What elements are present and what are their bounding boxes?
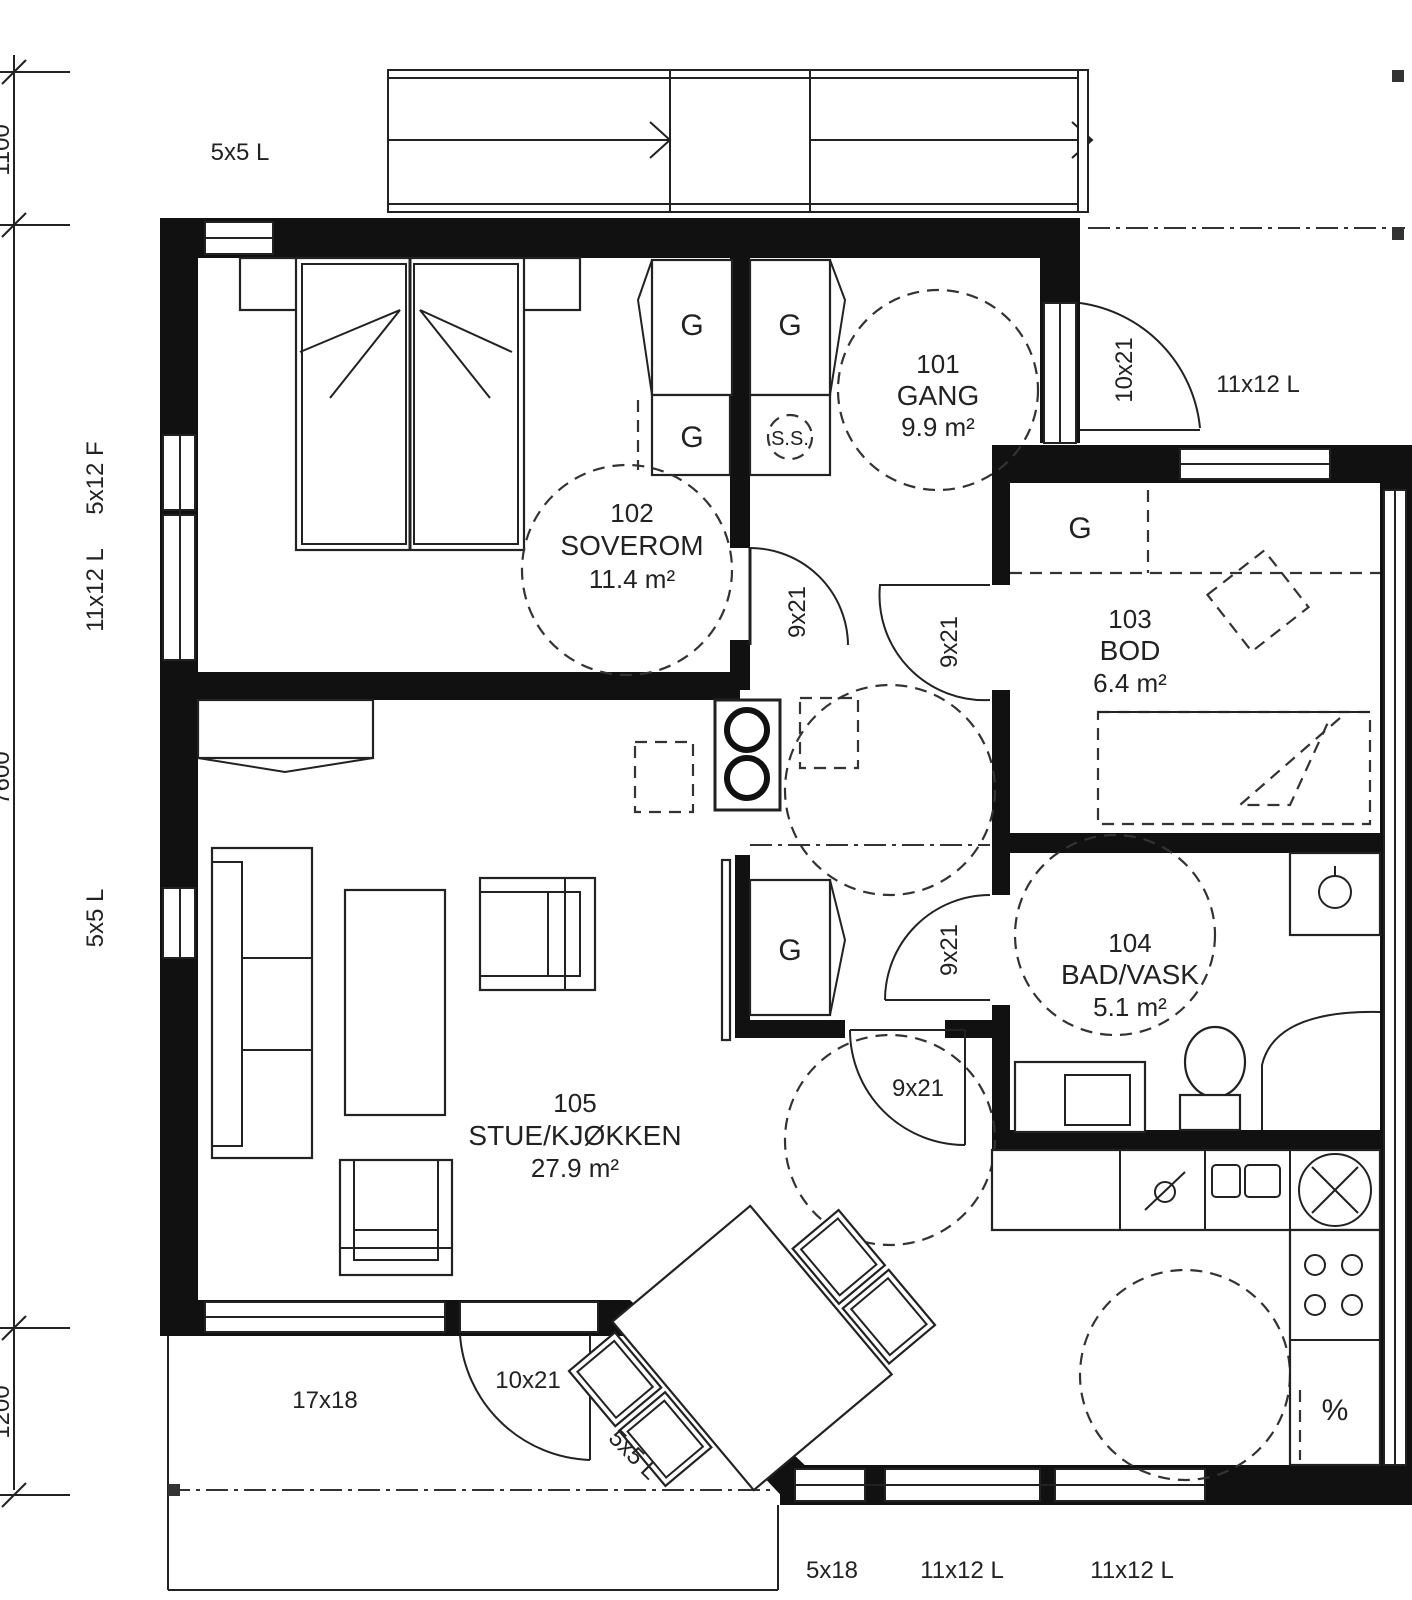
svg-text:103: 103 — [1108, 604, 1151, 634]
window-label-entrance-side: 11x12 L — [1216, 371, 1300, 398]
bod-interior: G — [1010, 490, 1380, 826]
fireplace — [633, 696, 860, 814]
kitchen-counter: % — [990, 1148, 1382, 1467]
room-label-stue: 105 STUE/KJØKKEN 27.9 m² — [468, 1088, 681, 1183]
armchair-1 — [478, 876, 597, 992]
door-swings — [459, 302, 1201, 1461]
double-bed — [238, 256, 582, 552]
svg-text:%: % — [1322, 1394, 1349, 1427]
svg-text:9.9 m²: 9.9 m² — [901, 412, 975, 442]
door-label-terrace: 10x21 — [495, 1367, 560, 1394]
svg-text:5.1 m²: 5.1 m² — [1093, 992, 1167, 1022]
svg-text:102: 102 — [610, 498, 653, 528]
door-label-living: 9x21 — [892, 1075, 944, 1102]
svg-text:105: 105 — [553, 1088, 596, 1118]
window-label-terrace-door: 17x18 — [292, 1387, 357, 1414]
svg-text:27.9 m²: 27.9 m² — [531, 1153, 619, 1183]
turning-circle-gang — [836, 288, 1040, 492]
turning-circle-hall — [783, 683, 997, 897]
window-label-top-left: 5x5 L — [211, 139, 270, 166]
room-label-soverom: 102 SOVEROM 11.4 m² — [560, 498, 703, 594]
room-label-bod: 103 BOD 6.4 m² — [1093, 604, 1167, 698]
door-label-bedroom: 9x21 — [784, 586, 811, 638]
closet-label-1: G — [680, 309, 703, 342]
window-label-left-upper-b: 11x12 L — [82, 548, 109, 632]
window-label-bottom-b: 11x12 L — [920, 1557, 1004, 1584]
windows — [162, 221, 1407, 1502]
svg-text:101: 101 — [916, 349, 959, 379]
sofa — [210, 846, 314, 1160]
closet-label-3: G — [680, 421, 703, 454]
turning-circle-kitchen — [1078, 1268, 1292, 1482]
dimension-middle: 7600 — [0, 751, 15, 804]
dimension-top: 1100 — [0, 124, 15, 176]
window-label-bottom-c: 11x12 L — [1090, 1557, 1174, 1584]
turning-circle-living — [783, 1033, 997, 1247]
svg-text:BOD: BOD — [1100, 635, 1161, 666]
coffee-table — [343, 888, 447, 1117]
door-label-entrance: 10x21 — [1111, 337, 1138, 402]
dimension-bottom: 1200 — [0, 1385, 15, 1438]
armchair-2 — [338, 1158, 454, 1277]
door-label-bath: 9x21 — [936, 924, 963, 976]
window-label-bottom-a: 5x18 — [806, 1557, 858, 1584]
bottom-terrace — [167, 1336, 779, 1591]
room-label-bad: 104 BAD/VASK 5.1 m² — [1061, 928, 1199, 1022]
room-label-gang: 101 GANG 9.9 m² — [897, 349, 979, 442]
dining-set — [567, 1204, 937, 1492]
hall-closet — [748, 878, 832, 1017]
closet-label-5: G — [1068, 512, 1091, 545]
svg-text:6.4 m²: 6.4 m² — [1093, 668, 1167, 698]
turning-circle-bedroom — [520, 463, 734, 677]
closet-label-2: G — [778, 309, 801, 342]
svg-text:BAD/VASK: BAD/VASK — [1061, 959, 1199, 990]
ss-label: S.S. — [771, 428, 809, 450]
svg-text:104: 104 — [1108, 928, 1151, 958]
top-deck — [387, 69, 1404, 213]
svg-text:GANG: GANG — [897, 380, 979, 411]
wardrobes: S.S. G G G — [636, 258, 847, 477]
window-label-left-upper-a: 5x12 F — [82, 441, 109, 514]
svg-text:11.4 m²: 11.4 m² — [589, 564, 676, 594]
bench — [196, 698, 375, 760]
svg-text:SOVEROM: SOVEROM — [560, 530, 703, 561]
door-label-bod: 9x21 — [936, 616, 963, 668]
dimension-line-left: 1100 7600 1200 — [0, 55, 70, 1508]
bath-interior — [1013, 851, 1382, 1134]
turning-circle-bath — [1013, 833, 1217, 1037]
closet-label-4: G — [778, 934, 801, 967]
svg-text:STUE/KJØKKEN: STUE/KJØKKEN — [468, 1120, 681, 1151]
window-label-left-lower: 5x5 L — [82, 889, 109, 948]
